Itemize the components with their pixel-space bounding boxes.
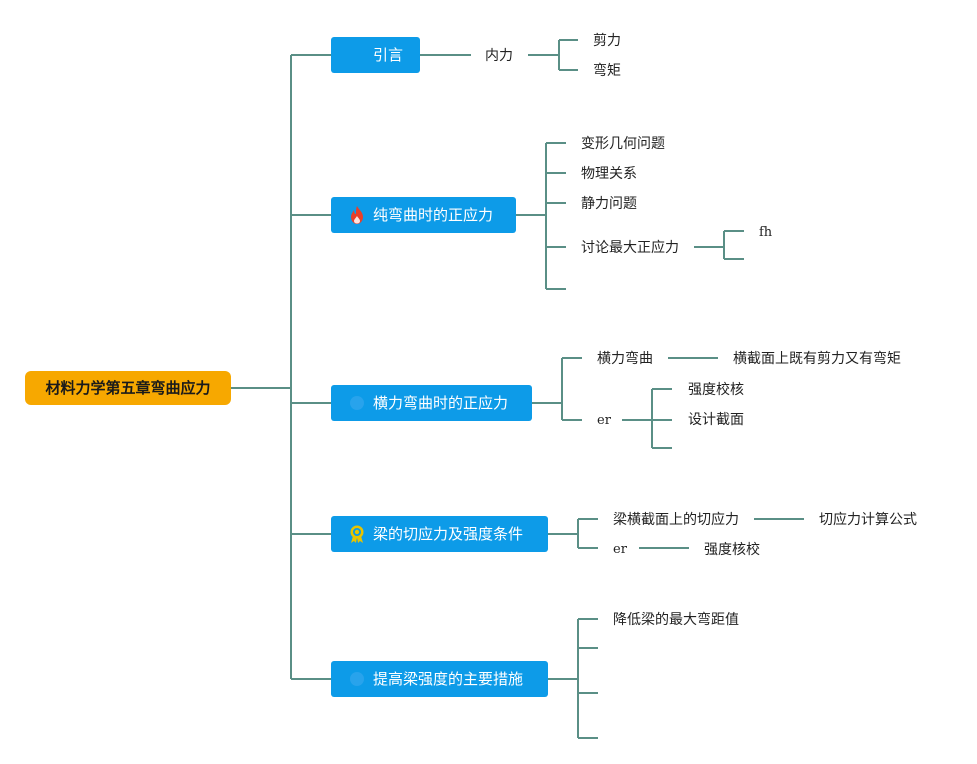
node-section-design[interactable]: 设计截面: [688, 412, 744, 428]
node-physical-relation[interactable]: 物理关系: [581, 166, 637, 182]
node-er-transverse[interactable]: er: [597, 413, 611, 428]
branch-shear-stress-label: 梁的切应力及强度条件: [373, 525, 524, 543]
branch-transverse-bending-label: 横力弯曲时的正应力: [373, 394, 509, 412]
connector-shear-stress: [548, 518, 804, 549]
branch-shear-stress[interactable]: 梁的切应力及强度条件: [331, 516, 548, 552]
node-both-shear-and-moment[interactable]: 横截面上既有剪力又有弯矩: [733, 351, 901, 367]
award-ribbon-icon: [350, 525, 364, 543]
branch-transverse-bending[interactable]: 横力弯曲时的正应力: [331, 385, 532, 421]
branch-improve-strength-label: 提高梁强度的主要措施: [373, 670, 524, 688]
node-max-normal-stress[interactable]: 讨论最大正应力: [581, 240, 679, 256]
connector-transverse-bending: [532, 357, 718, 449]
branch-intro-label: 引言: [373, 46, 404, 64]
node-shear-force[interactable]: 剪力: [593, 33, 621, 49]
faded-icon: [350, 396, 364, 410]
branch-pure-bending-label: 纯弯曲时的正应力: [373, 206, 494, 224]
branch-intro[interactable]: 引言: [331, 37, 420, 73]
node-er-shear[interactable]: er: [613, 542, 627, 557]
connector-pure-bending: [516, 142, 744, 290]
root-node[interactable]: 材料力学第五章弯曲应力: [25, 371, 231, 405]
node-bending-moment[interactable]: 弯矩: [593, 63, 621, 79]
node-shear-stress-on-section[interactable]: 梁横截面上的切应力: [613, 512, 739, 528]
node-strength-check[interactable]: 强度校核: [688, 382, 744, 398]
node-deformation-geometry[interactable]: 变形几何问题: [581, 136, 665, 152]
branch-pure-bending[interactable]: 纯弯曲时的正应力: [331, 197, 516, 233]
connector-root-trunk: [231, 54, 331, 680]
node-strength-verify[interactable]: 强度核校: [704, 542, 760, 558]
connector-improve-strength: [548, 618, 598, 739]
node-shear-formula[interactable]: 切应力计算公式: [819, 512, 917, 528]
node-reduce-max-moment[interactable]: 降低梁的最大弯距值: [613, 612, 739, 628]
node-internal-force[interactable]: 内力: [485, 48, 513, 64]
node-fh[interactable]: fh: [759, 225, 773, 240]
node-static-problem[interactable]: 静力问题: [581, 196, 637, 212]
branch-improve-strength[interactable]: 提高梁强度的主要措施: [331, 661, 548, 697]
faded-icon: [350, 672, 364, 686]
connector-intro: [420, 39, 578, 71]
node-transverse-bending[interactable]: 横力弯曲: [597, 351, 653, 367]
fire-icon: [351, 206, 363, 224]
